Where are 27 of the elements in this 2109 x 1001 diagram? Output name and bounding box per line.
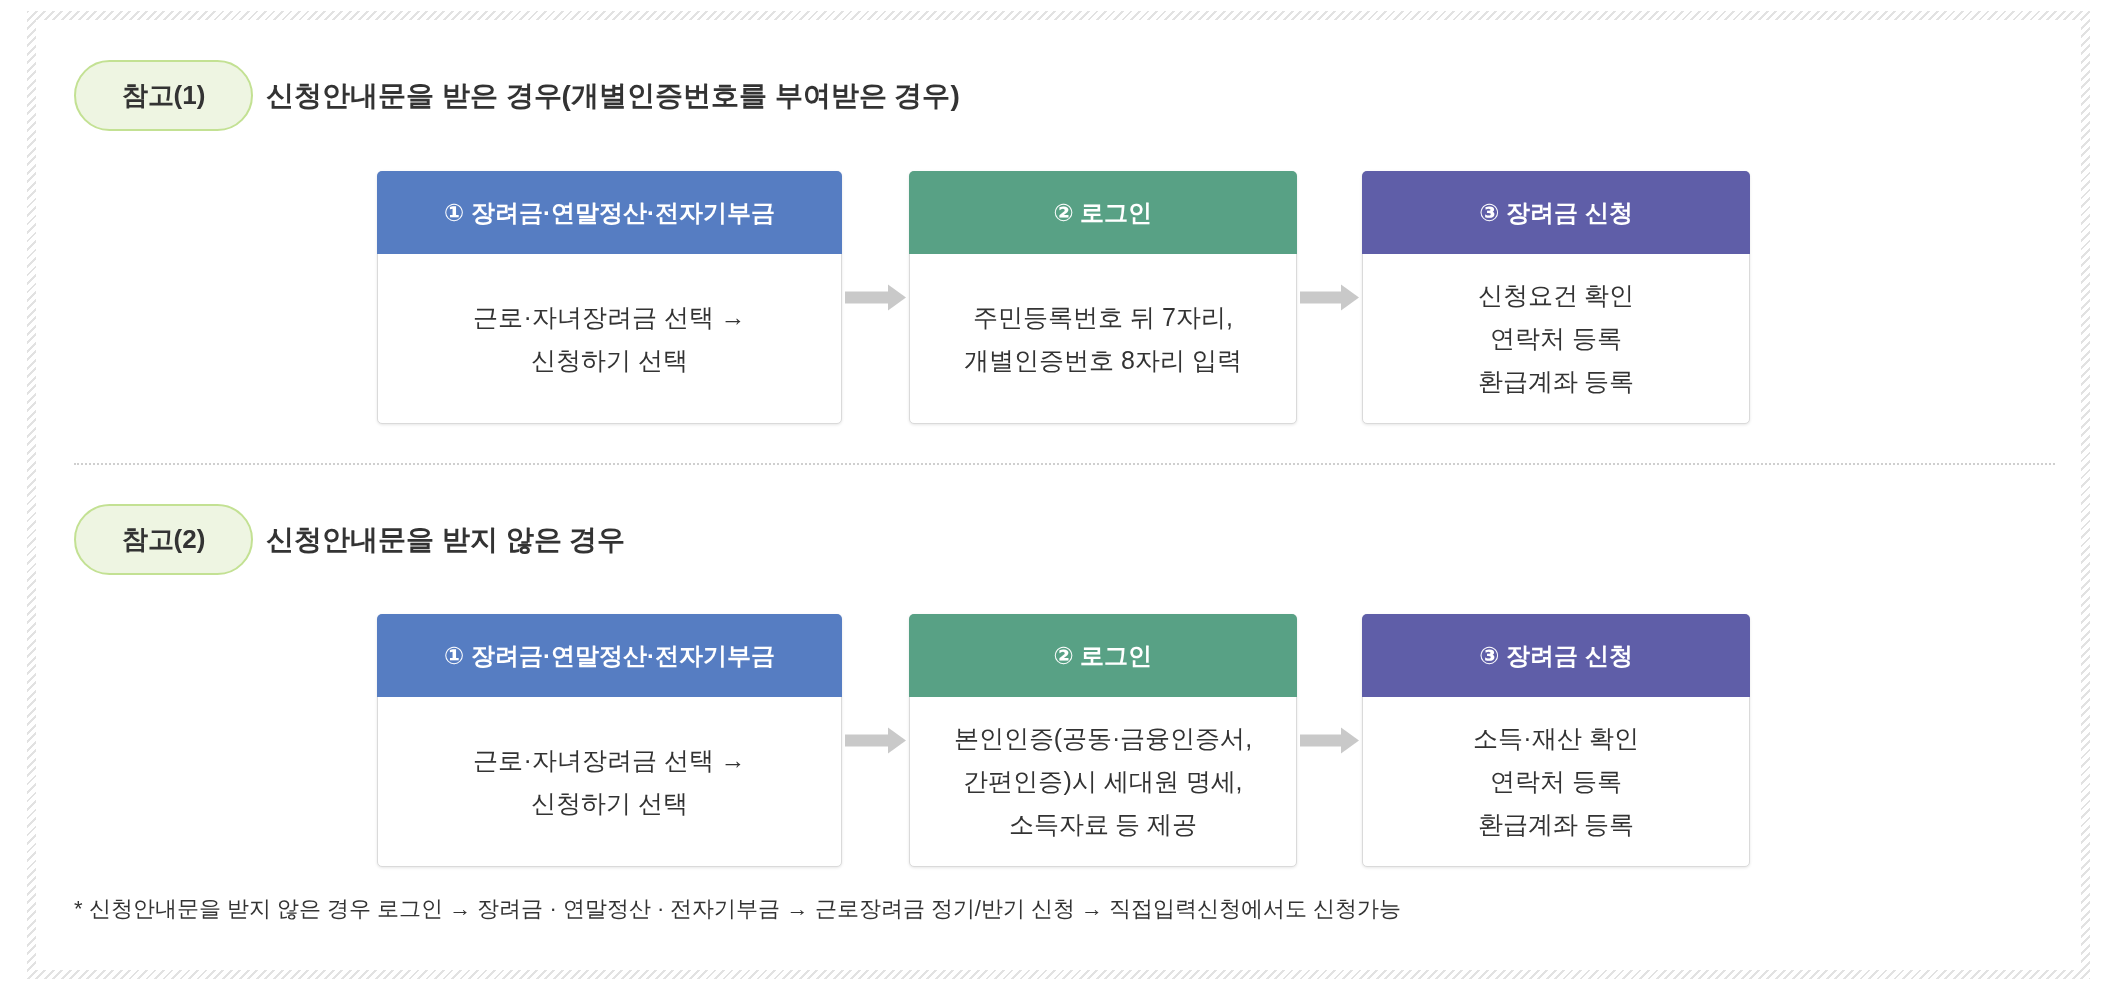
arrow <box>845 284 906 311</box>
step-header: ③ 장려금 신청 <box>1362 171 1750 254</box>
section-heading: 신청안내문을 받은 경우(개별인증번호를 부여받은 경우) <box>266 78 960 113</box>
step-card <box>909 614 1297 867</box>
step-header: ③ 장려금 신청 <box>1362 614 1750 697</box>
step-header: ① 장려금·연말정산·전자기부금 <box>377 171 842 254</box>
step-description: 근로·자녀장려금 선택 → 신청하기 선택 <box>472 301 747 376</box>
step-description: 소득·재산 확인 연락처 등록 환급계좌 등록 <box>1472 723 1640 840</box>
step-description: 주민등록번호 뒤 7자리, 개별인증번호 8자리 입력 <box>963 301 1243 376</box>
step-description: 근로·자녀장려금 선택 → 신청하기 선택 <box>472 744 747 819</box>
arrow <box>1300 727 1359 754</box>
step-description: 본인인증(공동·금융인증서, 간편인증)시 세대원 명세, 소득자료 등 제공 <box>952 723 1254 840</box>
step-card <box>1362 614 1750 867</box>
arrow <box>1300 284 1359 311</box>
step-card <box>377 614 842 867</box>
step-card <box>377 171 842 424</box>
step-header: ① 장려금·연말정산·전자기부금 <box>377 614 842 697</box>
step-header: ② 로그인 <box>909 614 1297 697</box>
step-description: 신청요건 확인 연락처 등록 환급계좌 등록 <box>1476 280 1636 397</box>
section-badge: 참고(1) <box>74 60 253 131</box>
section-heading: 신청안내문을 받지 않은 경우 <box>266 522 626 557</box>
section-badge: 참고(2) <box>74 504 253 575</box>
arrow <box>845 727 906 754</box>
footnote: * 신청안내문을 받지 않은 경우 로그인 → 장려금 · 연말정산 · 전자기부금 → 근로장려금 정기/반기 신청 → 직접입력신청에서도 신청가능 <box>74 895 1402 923</box>
step-card <box>1362 171 1750 424</box>
step-header: ② 로그인 <box>909 171 1297 254</box>
step-card <box>909 171 1297 424</box>
